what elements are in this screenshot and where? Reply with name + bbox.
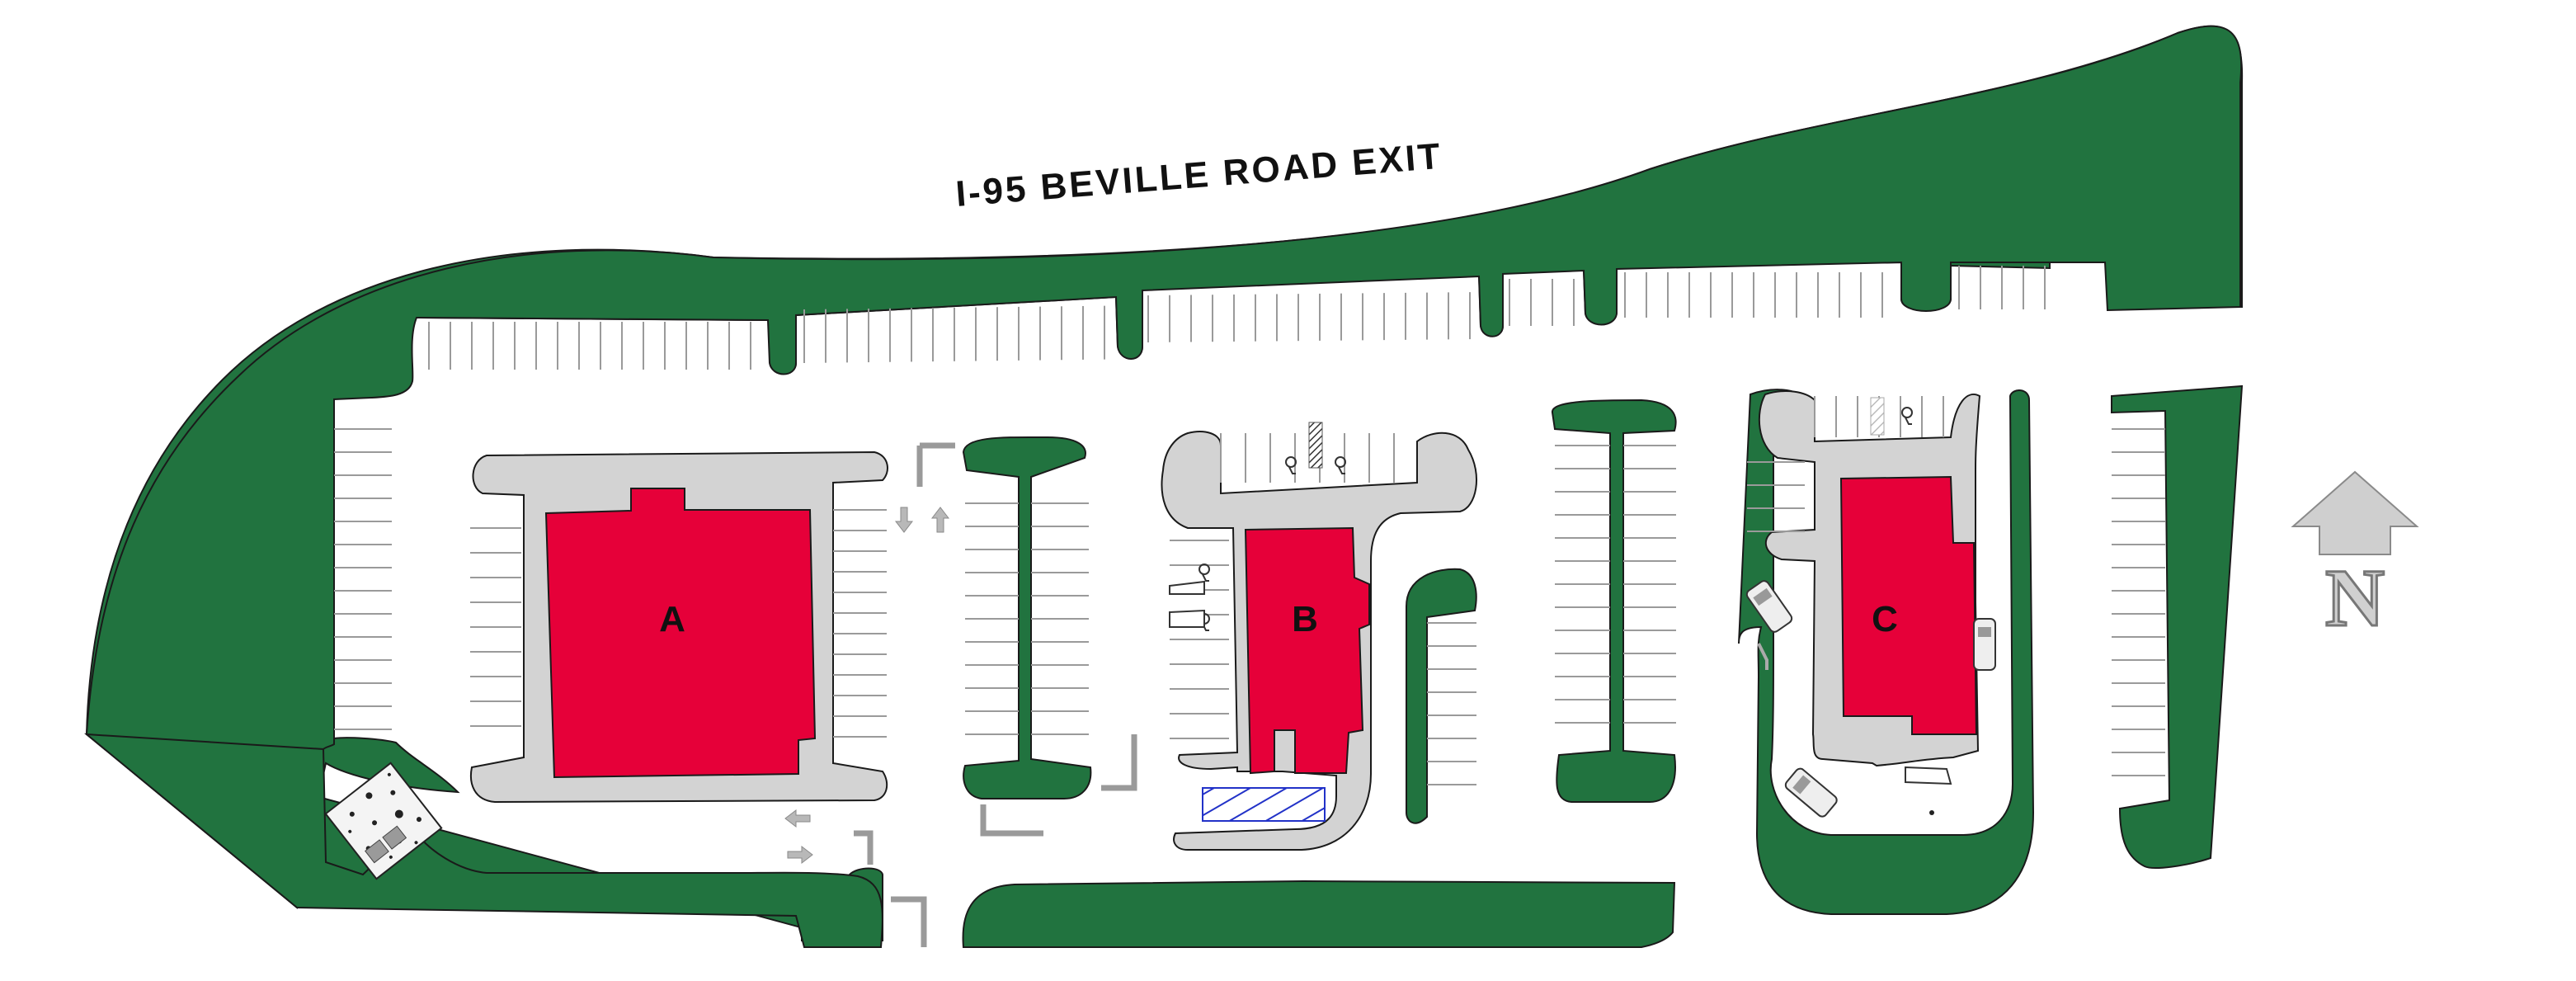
corner-marker bbox=[1101, 734, 1137, 791]
north-arrow-icon: N bbox=[2291, 470, 2419, 645]
parked-car-icon bbox=[1745, 580, 1793, 633]
landscape-shapes bbox=[83, 25, 2244, 948]
building-c-label: C bbox=[1872, 599, 1898, 639]
landscape-island-b-east bbox=[1406, 568, 1477, 824]
buildings: A B C bbox=[544, 475, 1978, 779]
corner-marker bbox=[980, 804, 1043, 837]
access-marker bbox=[1169, 580, 1205, 595]
south-landscape-middle bbox=[962, 880, 1676, 948]
building-b bbox=[1244, 526, 1370, 775]
dumpster-enclosure-icon bbox=[324, 762, 443, 880]
access-aisle-hatch bbox=[1870, 397, 1885, 436]
corner-marker bbox=[891, 896, 927, 947]
building-a-label: A bbox=[659, 599, 685, 639]
curb-marker bbox=[1757, 643, 1768, 670]
building-c bbox=[1839, 475, 1978, 735]
landscape-island-bc bbox=[1552, 399, 1677, 803]
access-aisle-hatch bbox=[1308, 422, 1323, 469]
building-b-label: B bbox=[1292, 599, 1318, 639]
traffic-arrow-icon bbox=[784, 507, 950, 865]
handicap-parking-icons bbox=[1169, 397, 1913, 631]
crosswalk-hatch-icon bbox=[1202, 787, 1326, 822]
access-marker bbox=[1169, 609, 1205, 628]
north-arrow-shape bbox=[2291, 470, 2419, 555]
landscape-island-ab bbox=[962, 436, 1092, 799]
parked-car-icon bbox=[1973, 618, 1996, 671]
handicap-parking-icon bbox=[1335, 456, 1346, 474]
building-a bbox=[544, 488, 817, 779]
traffic-markings bbox=[784, 442, 1137, 947]
curb-marker bbox=[1905, 766, 1952, 785]
handicap-parking-icon bbox=[1199, 564, 1210, 582]
north-arrow-label: N bbox=[2325, 552, 2385, 644]
corner-marker bbox=[854, 830, 874, 865]
handicap-parking-icon bbox=[1901, 407, 1913, 425]
handicap-parking-icon bbox=[1285, 456, 1297, 474]
corner-marker bbox=[916, 442, 955, 487]
landscape-east-strip bbox=[2111, 384, 2244, 869]
parked-car-icon bbox=[1784, 767, 1838, 818]
marker-dot bbox=[1929, 810, 1934, 815]
north-west-landscape bbox=[85, 25, 2243, 909]
road-label: I-95 BEVILLE ROAD EXIT bbox=[954, 136, 1444, 215]
parking-stripes bbox=[334, 266, 2165, 785]
